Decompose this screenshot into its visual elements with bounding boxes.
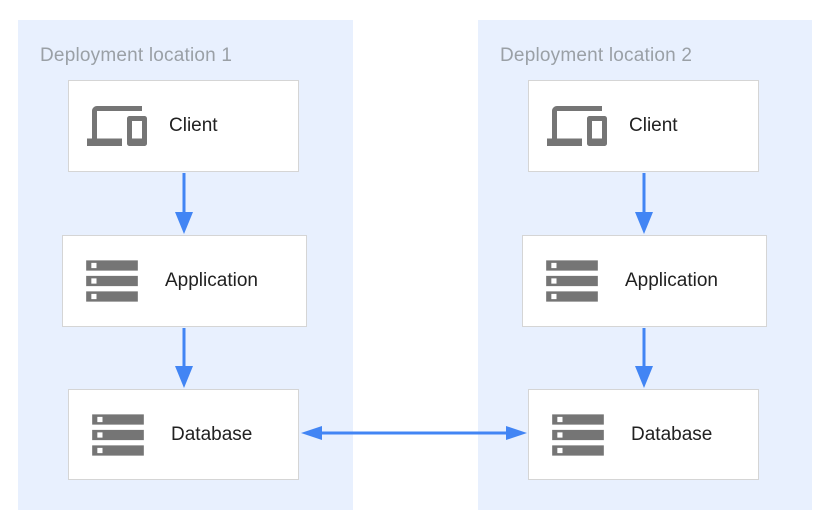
arrow-client1-to-application1 xyxy=(174,173,194,235)
node-database-1: Database xyxy=(68,389,299,480)
node-application-2: Application xyxy=(522,235,767,327)
deployment-location-2-title: Deployment location 2 xyxy=(500,45,693,66)
storage-icon xyxy=(87,404,149,466)
node-application-1: Application xyxy=(62,235,307,327)
node-label: Database xyxy=(631,423,713,445)
node-label: Application xyxy=(625,270,718,291)
arrow-database1-database2-bidirectional xyxy=(300,425,528,441)
node-label: Client xyxy=(169,115,218,136)
node-label: Database xyxy=(171,423,253,445)
node-label: Application xyxy=(165,270,258,291)
devices-icon xyxy=(87,96,147,156)
node-client-2: Client xyxy=(528,80,759,172)
storage-icon xyxy=(547,404,609,466)
node-client-1: Client xyxy=(68,80,299,172)
storage-icon xyxy=(81,250,143,312)
node-label: Client xyxy=(629,115,678,136)
devices-icon xyxy=(547,96,607,156)
storage-icon xyxy=(541,250,603,312)
deployment-location-1-title: Deployment location 1 xyxy=(40,45,233,66)
arrow-application1-to-database1 xyxy=(174,328,194,389)
node-database-2: Database xyxy=(528,389,759,480)
arrow-application2-to-database2 xyxy=(634,328,654,389)
arrow-client2-to-application2 xyxy=(634,173,654,235)
